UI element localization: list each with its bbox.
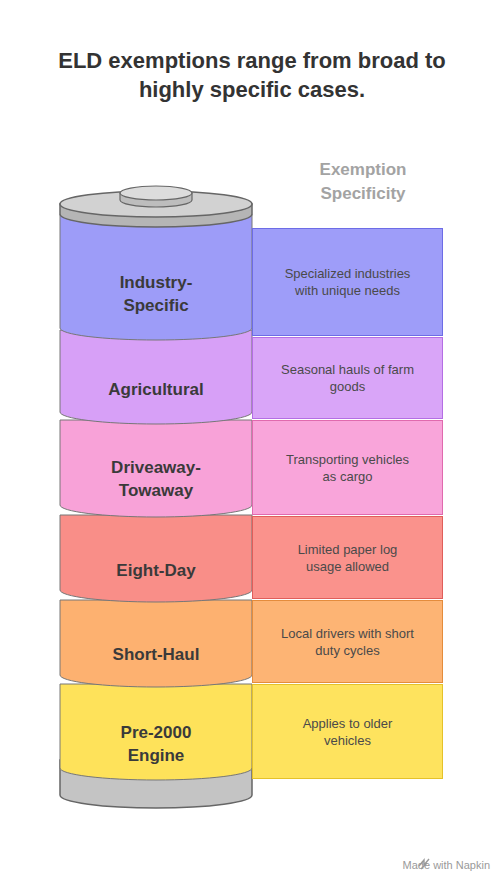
column-header: Exemption Specificity bbox=[300, 158, 426, 206]
band-label: Pre-2000 Engine bbox=[94, 721, 218, 767]
cylinder-band: Short-Haul bbox=[60, 612, 252, 696]
box-description: Local drivers with short duty cycles bbox=[281, 625, 415, 659]
band-label: Driveaway-Towaway bbox=[94, 456, 218, 502]
cylinder-band: Industry-Specific bbox=[60, 245, 252, 343]
band-shape bbox=[60, 684, 252, 780]
cylinder-band: Pre-2000 Engine bbox=[60, 700, 252, 788]
description-box: Local drivers with short duty cycles bbox=[252, 600, 443, 683]
band-shape bbox=[60, 600, 252, 687]
band-label: Short-Haul bbox=[94, 643, 218, 666]
description-box: Seasonal hauls of farm goods bbox=[252, 337, 443, 419]
cylinder-band: Driveaway-Towaway bbox=[60, 435, 252, 523]
band-label: Eight-Day bbox=[94, 559, 218, 582]
box-description: Limited paper log usage allowed bbox=[281, 541, 415, 575]
cylinder-band: Agricultural bbox=[60, 350, 252, 428]
description-box: Limited paper log usage allowed bbox=[252, 516, 443, 599]
band-shape bbox=[60, 420, 252, 517]
box-description: Applies to older vehicles bbox=[281, 715, 415, 749]
cylinder-band: Eight-Day bbox=[60, 527, 252, 613]
band-label: Industry-Specific bbox=[94, 271, 218, 317]
box-description: Transporting vehicles as cargo bbox=[281, 451, 415, 485]
band-shape bbox=[60, 330, 252, 424]
watermark: Made with Napkin bbox=[330, 858, 490, 872]
description-box: Specialized industries with unique needs bbox=[252, 228, 443, 336]
band-shape bbox=[60, 214, 252, 340]
cylinder-knob-top bbox=[120, 186, 192, 200]
description-box: Transporting vehicles as cargo bbox=[252, 420, 443, 515]
box-description: Seasonal hauls of farm goods bbox=[281, 361, 415, 395]
band-label: Agricultural bbox=[94, 378, 218, 401]
box-description: Specialized industries with unique needs bbox=[281, 265, 415, 299]
description-box: Applies to older vehicles bbox=[252, 684, 443, 779]
band-shape bbox=[60, 515, 252, 602]
diagram-title: ELD exemptions range from broad to highl… bbox=[27, 46, 477, 104]
